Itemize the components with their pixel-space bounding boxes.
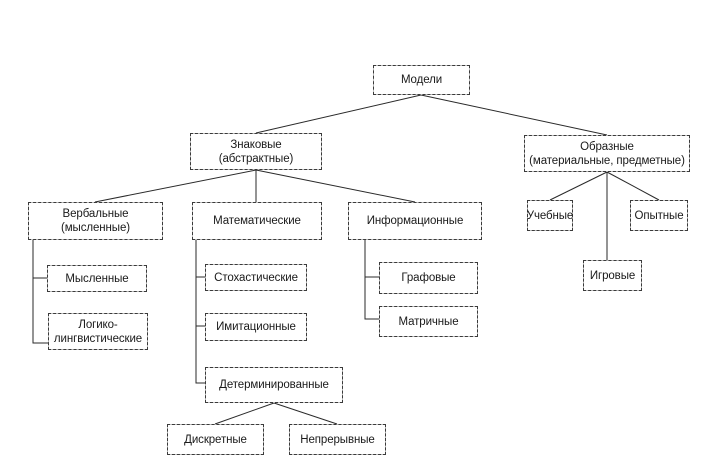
node-uchebnye: Учебные [527, 200, 573, 231]
node-label: Стохастические [214, 271, 298, 284]
edge-determinirovannye-diskretnye [214, 402, 275, 425]
edge-verbalnye-children [32, 240, 48, 344]
node-opytnye: Опытные [630, 200, 688, 231]
node-label: Мысленные [65, 272, 129, 285]
node-stohasticheskie: Стохастические [205, 264, 307, 291]
edge-informacionnye-children [364, 240, 379, 320]
node-label: Имитационные [216, 321, 296, 333]
edge-obraznye-uchebnye [549, 171, 608, 201]
node-igrovye: Игровые [583, 260, 642, 291]
node-label: Модели [400, 74, 443, 86]
node-label: Учебные [526, 209, 574, 222]
node-label: Опытные [634, 209, 684, 222]
node-label: Матричные [398, 315, 459, 328]
node-imitacionnye: Имитационные [205, 313, 307, 341]
node-matematicheskie: Математические [192, 202, 322, 240]
node-diskretnye: Дискретные [167, 424, 264, 455]
node-label: Графовые [401, 272, 456, 284]
node-sublabel: лингвистические [53, 332, 143, 345]
edge-determinirovannye-nepreryvnye [273, 402, 338, 425]
node-label: Детерминированные [219, 379, 329, 391]
node-label: Знаковые [230, 138, 282, 151]
node-znakovye: Знаковые (абстрактные) [190, 133, 322, 170]
node-label: Математические [213, 215, 301, 227]
node-informacionnye: Информационные [348, 202, 482, 240]
node-sublabel: (материальные, предметные) [529, 154, 685, 167]
node-label: Дискретные [184, 433, 247, 446]
node-label: Информационные [366, 215, 464, 227]
node-nepreryvnye: Непрерывные [289, 424, 386, 455]
node-myslennye: Мысленные [47, 265, 147, 292]
node-sublabel: (мысленные) [61, 222, 130, 234]
node-modeli: Модели [373, 65, 470, 95]
edge-root-znakovye [255, 94, 422, 134]
node-label: Вербальные [62, 208, 129, 220]
node-label: Образные [580, 140, 634, 153]
edge-obraznye-opytnye [606, 171, 660, 201]
node-obraznye: Образные (материальные, предметные) [524, 135, 690, 172]
node-matrichnye: Матричные [379, 306, 478, 337]
node-label: Логико- [78, 318, 118, 331]
node-verbalnye: Вербальные (мысленные) [28, 202, 163, 240]
node-grafovye: Графовые [379, 262, 478, 294]
node-determinirovannye: Детерминированные [205, 367, 343, 403]
node-sublabel: (абстрактные) [218, 152, 294, 165]
edge-znakovye-informacionnye [255, 169, 416, 203]
node-label: Непрерывные [300, 433, 375, 446]
edge-matematicheskie-children [195, 240, 205, 384]
node-logiko-lingvisticheskie: Логико- лингвистические [48, 313, 148, 350]
edge-znakovye-verbalnye [94, 169, 257, 203]
node-label: Игровые [589, 269, 636, 282]
edge-root-obraznye [420, 94, 608, 136]
